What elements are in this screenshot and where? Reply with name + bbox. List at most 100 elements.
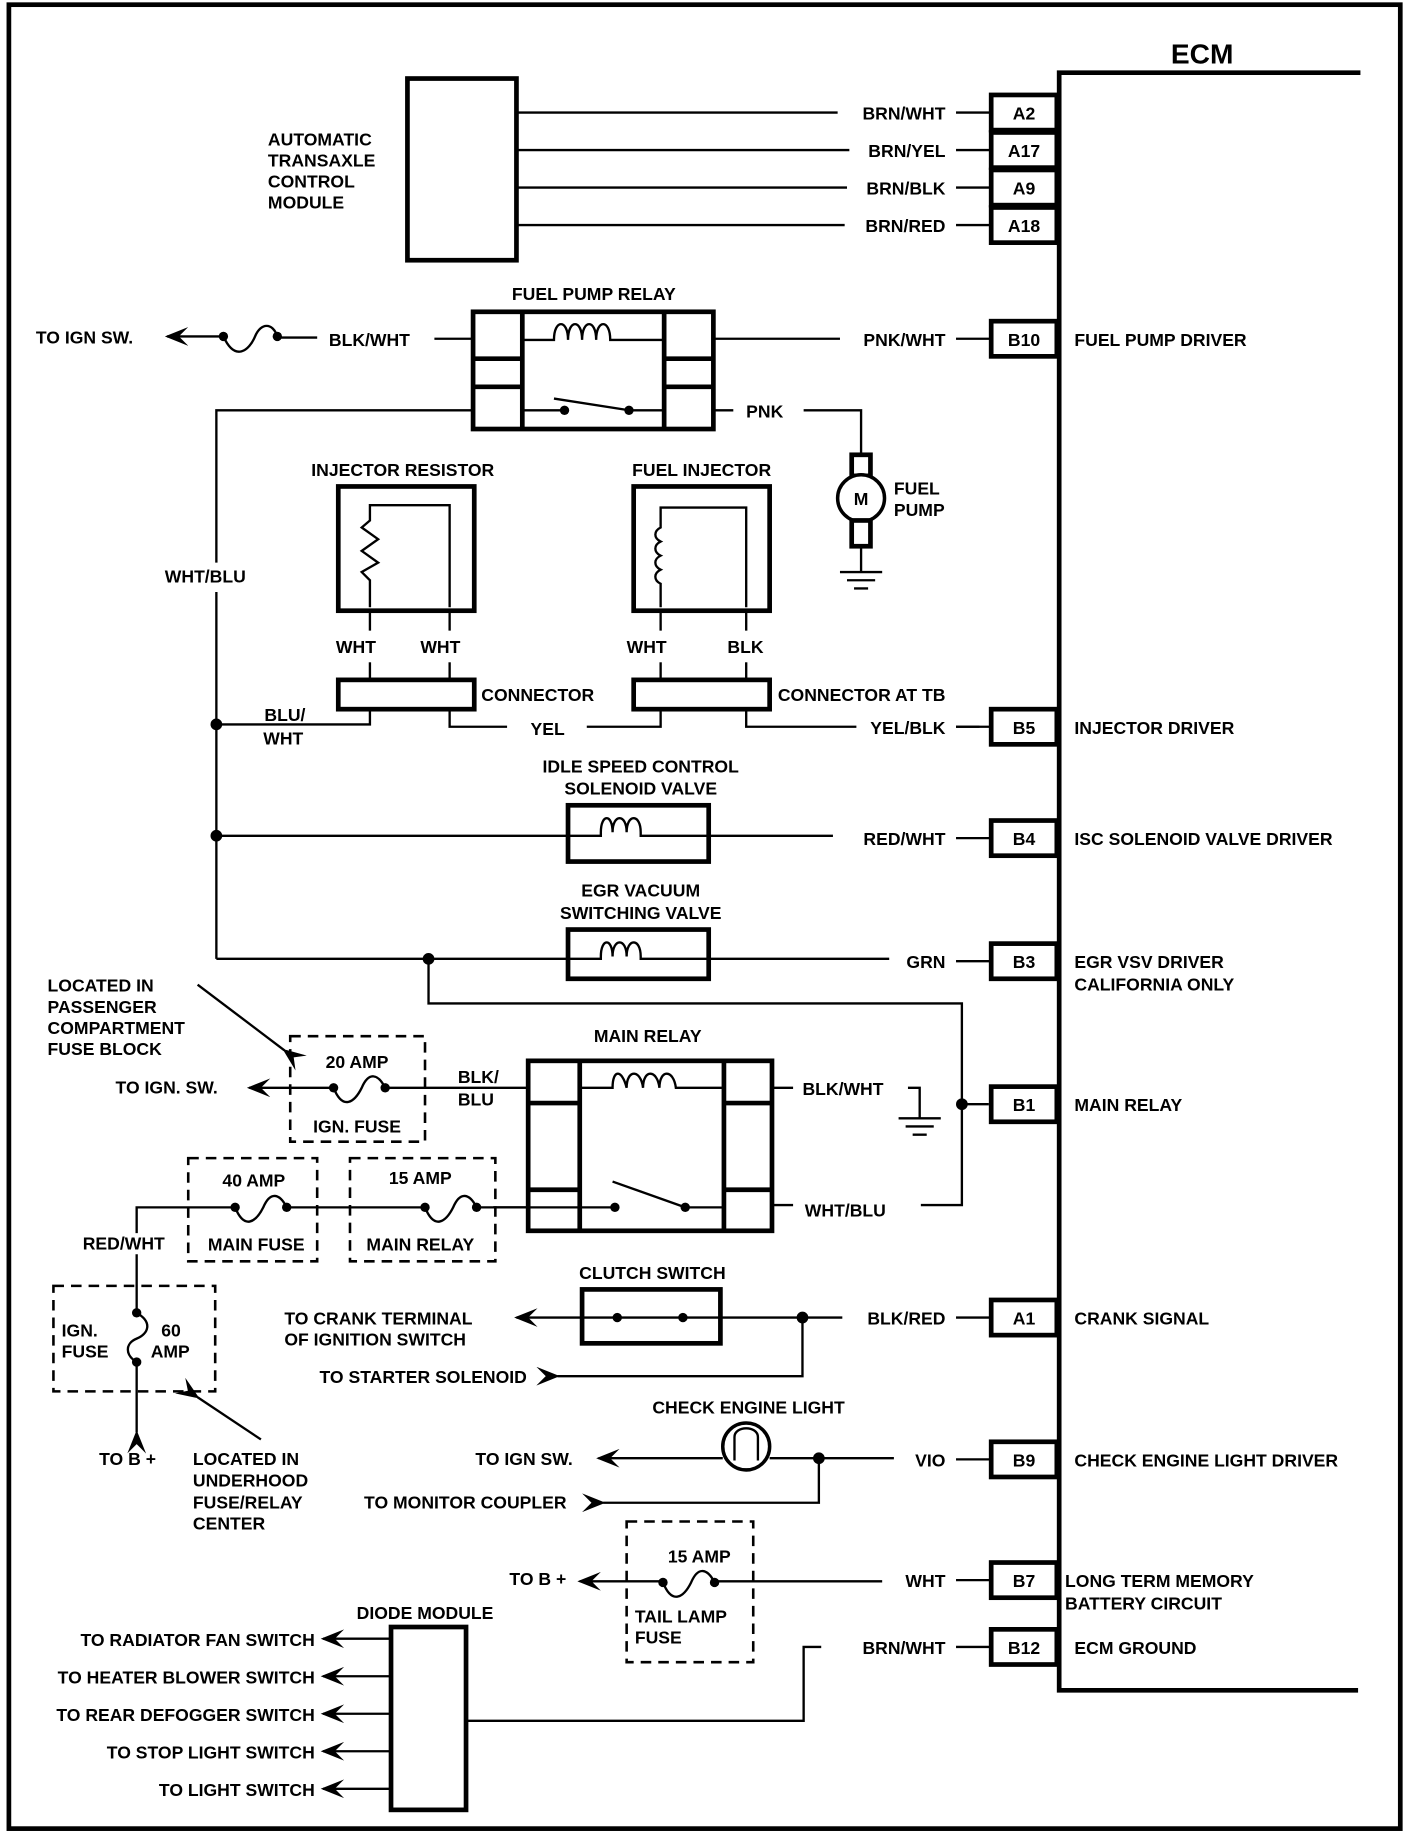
clutch-switch: CLUTCH SWITCH TO CRANK TERMINAL OF IGNIT… [284, 1263, 843, 1387]
pin-wire-color: RED/WHT [863, 829, 945, 849]
passenger-fuse-note: LOCATED IN PASSENGER COMPARTMENT FUSE BL… [48, 976, 307, 1071]
pin-function-label: ISC SOLENOID VALVE DRIVER [1074, 829, 1332, 849]
diode-output-1: TO RADIATOR FAN SWITCH [80, 1630, 314, 1650]
connector-label: CONNECTOR [481, 685, 594, 705]
atcm-module: AUTOMATIC TRANSAXLE CONTROL MODULE [268, 76, 850, 263]
to-monitor: TO MONITOR COUPLER [364, 1493, 567, 1513]
pin-wire-color: PNK/WHT [863, 330, 945, 350]
injector-resistor: INJECTOR RESISTOR WHT WHT CONNECTOR BLU/… [210, 460, 662, 748]
ecm-pin-a18: A18 BRN/RED [865, 205, 1060, 245]
wire-red-wht-label: RED/WHT [83, 1234, 165, 1254]
egr-label-1: EGR VACUUM [581, 881, 700, 901]
wire-wht-label-3: WHT [627, 637, 667, 657]
diode-output-4: TO STOP LIGHT SWITCH [107, 1742, 315, 1762]
fuel-injector: FUEL INJECTOR WHT BLK CONNECTOR AT TB [627, 460, 980, 728]
pin-id: B7 [1013, 1571, 1035, 1591]
pin-id: A18 [1008, 216, 1040, 236]
diode-output-5: TO LIGHT SWITCH [159, 1780, 315, 1800]
underhood-note-4: CENTER [193, 1514, 266, 1534]
tail-lamp-name-1: TAIL LAMP [635, 1606, 727, 1626]
to-ign-sw-1: TO IGN SW. [36, 327, 133, 347]
main-fuses: 40 AMP MAIN FUSE 15 AMP MAIN RELAY RED/W… [83, 1156, 529, 1263]
to-starter: TO STARTER SOLENOID [320, 1367, 527, 1387]
passenger-note-2: PASSENGER [48, 997, 157, 1017]
pin-wire-color: BRN/BLK [866, 179, 945, 199]
outer-frame [6, 2, 1403, 1831]
pin-id: A2 [1013, 104, 1036, 124]
main-fuse-rating: 40 AMP [222, 1170, 285, 1190]
main-relay-blk-wht-label: BLK/WHT [802, 1079, 883, 1099]
pin-wire-color: BLK/RED [867, 1309, 945, 1329]
to-ign-sw-2: TO IGN. SW. [116, 1078, 218, 1098]
atcm-label-4: MODULE [268, 193, 344, 213]
wire-blk-blu-label-1: BLK/ [458, 1067, 499, 1087]
ign-fuse-20a: 20 AMP IGN. FUSE TO IGN. SW. BLK/ BLU [116, 1034, 529, 1144]
passenger-note-3: COMPARTMENT [48, 1018, 186, 1038]
pin-function-label: MAIN RELAY [1074, 1095, 1182, 1115]
pin-box [988, 818, 1060, 859]
pin-box [988, 1439, 1060, 1480]
to-ign-sw-3: TO IGN SW. [475, 1449, 572, 1469]
atcm-label-3: CONTROL [268, 172, 355, 192]
wire-yel-label: YEL [531, 719, 565, 739]
wire-blu-wht-label-1: BLU/ [264, 705, 305, 725]
ecm-block: ECM [1056, 38, 1361, 1693]
wire-wht-label-1: WHT [336, 637, 376, 657]
passenger-note-1: LOCATED IN [48, 976, 154, 996]
clutch-switch-label: CLUTCH SWITCH [579, 1263, 725, 1283]
pin-function-label: FUEL PUMP DRIVER [1074, 330, 1247, 350]
ecm-title: ECM [1171, 38, 1233, 69]
pin-wire-color: BRN/WHT [862, 1638, 945, 1658]
ign-fuse-60-rating-2: AMP [151, 1341, 190, 1361]
pin-function-label: CHECK ENGINE LIGHT DRIVER [1074, 1450, 1338, 1470]
to-crank-2: OF IGNITION SWITCH [284, 1330, 466, 1350]
pin-wire-color: BRN/WHT [862, 104, 945, 124]
egr-vacuum-switching-valve: EGR VACUUM SWITCHING VALVE [216, 881, 989, 1207]
pin-id: B10 [1008, 330, 1040, 350]
pin-wire-color: BRN/RED [865, 216, 945, 236]
atcm-label-1: AUTOMATIC [268, 129, 372, 149]
main-relay-fuse-name: MAIN RELAY [366, 1235, 474, 1255]
fuel-pump-relay: FUEL PUMP RELAY BLK/WHT TO IGN SW. PNK W… [36, 284, 863, 959]
diode-output-3: TO REAR DEFOGGER SWITCH [56, 1705, 314, 1725]
tail-lamp-name-2: FUSE [635, 1627, 682, 1647]
pin-function-label: BATTERY CIRCUIT [1065, 1593, 1222, 1613]
connector-tb-label: CONNECTOR AT TB [778, 685, 946, 705]
underhood-note-3: FUSE/RELAY [193, 1493, 303, 1513]
ecm-pin-b10: B10 PNK/WHT FUEL PUMP DRIVER [863, 318, 1247, 359]
pin-id: A9 [1013, 179, 1036, 199]
pin-id: B3 [1013, 952, 1036, 972]
fuel-injector-label: FUEL INJECTOR [632, 460, 771, 480]
fuel-pump-motor: M FUEL PUMP [835, 452, 945, 590]
underhood-note-1: LOCATED IN [193, 1449, 299, 1469]
pin-function-label: CALIFORNIA ONLY [1074, 975, 1234, 995]
fuel-pump-label-2: PUMP [894, 500, 945, 520]
injector-resistor-label: INJECTOR RESISTOR [311, 460, 494, 480]
ign-fuse-60-name-1: IGN. [62, 1320, 98, 1340]
motor-symbol: M [854, 489, 869, 509]
pin-function-label: CRANK SIGNAL [1074, 1309, 1209, 1329]
ecm-pins: A2BRN/WHTA17BRN/YELA9BRN/BLKA18BRN/REDB1… [862, 92, 1338, 1667]
atcm-label-2: TRANSAXLE [268, 150, 376, 170]
wire-blk-blu-label-2: BLU [458, 1089, 494, 1109]
ign-fuse-60-rating-1: 60 [161, 1320, 181, 1340]
main-relay-fuse-rating: 15 AMP [389, 1168, 452, 1188]
isc-label-2: SOLENOID VALVE [564, 779, 717, 799]
tail-lamp-fuse: 15 AMP TAIL LAMP FUSE TO B + [509, 1520, 883, 1664]
wire-pnk-label: PNK [746, 401, 783, 421]
main-relay-label: MAIN RELAY [594, 1026, 702, 1046]
pin-id: B5 [1013, 718, 1036, 738]
ecm-pin-a9: A9 BRN/BLK [866, 167, 1060, 208]
wire-blu-wht-label-2: WHT [263, 728, 303, 748]
egr-label-2: SWITCHING VALVE [560, 903, 722, 923]
pin-function-label: INJECTOR DRIVER [1074, 718, 1234, 738]
diode-module: DIODE MODULE TO RADIATOR FAN SWITCH TO H… [56, 1603, 822, 1813]
